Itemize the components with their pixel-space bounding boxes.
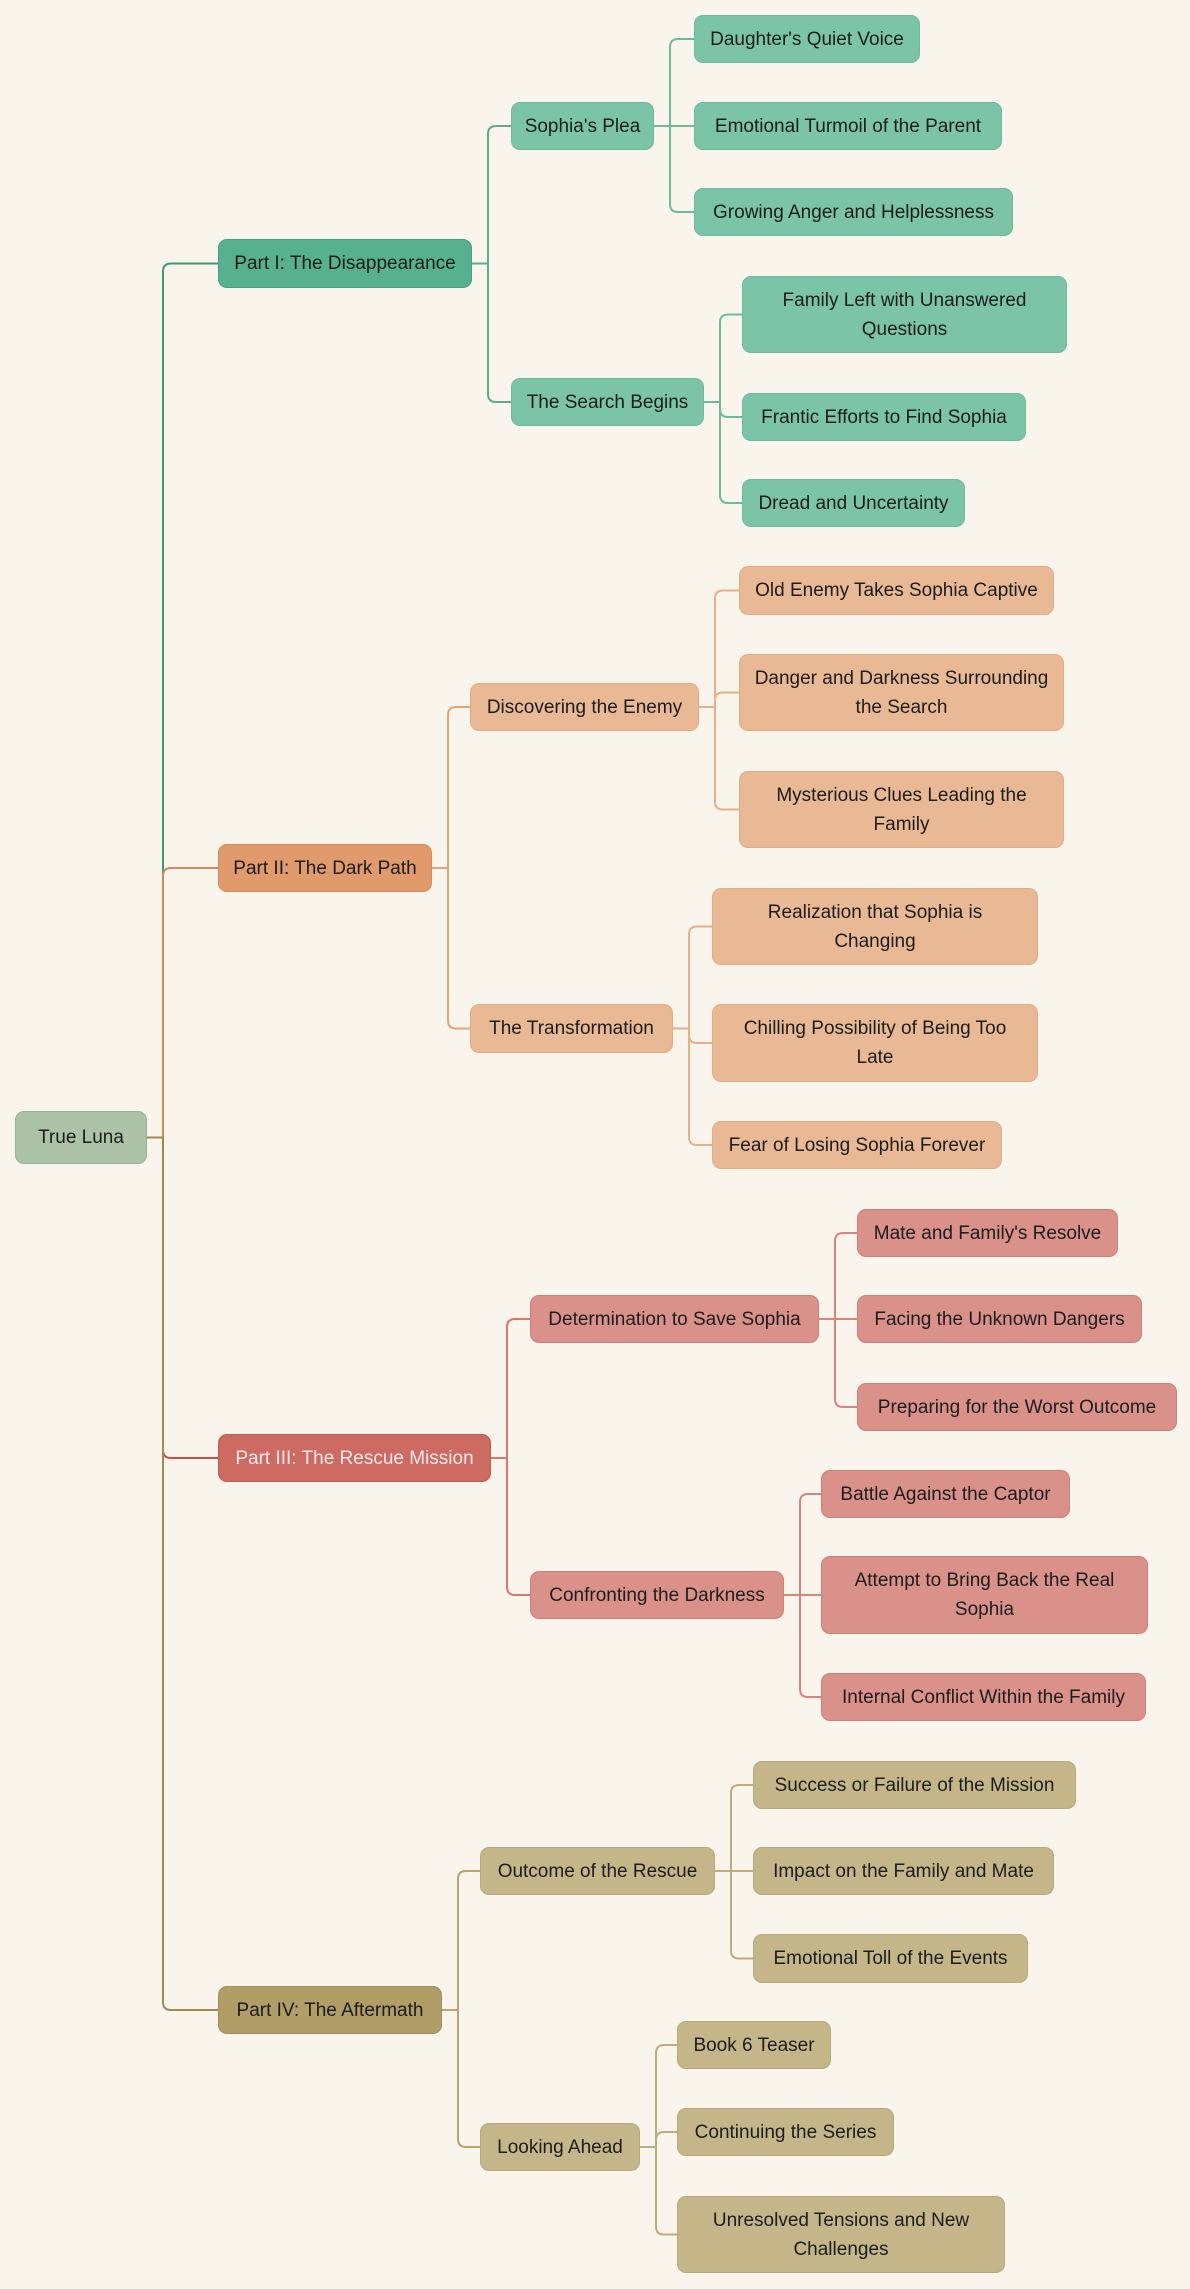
leaf-node[interactable]: Internal Conflict Within the Family [821,1673,1146,1721]
part-node[interactable]: Part III: The Rescue Mission [218,1434,491,1482]
section-node[interactable]: Determination to Save Sophia [530,1295,819,1343]
leaf-node[interactable]: Book 6 Teaser [677,2021,831,2069]
connector-line [640,2044,677,2148]
section-node[interactable]: Sophia's Plea [511,102,654,150]
connector-line [715,1870,753,1960]
section-node[interactable]: The Search Begins [511,378,704,426]
connector-line [432,706,470,869]
leaf-node[interactable]: Fear of Losing Sophia Forever [712,1121,1002,1169]
section-node[interactable]: Discovering the Enemy [470,683,699,731]
connector-line [654,38,694,127]
leaf-node[interactable]: Success or Failure of the Mission [753,1761,1076,1809]
connector-line [704,401,742,418]
part-node[interactable]: Part I: The Disappearance [218,239,472,288]
connector-line [640,2146,677,2236]
connector-line [673,925,712,1030]
connector-line [432,867,470,1030]
connector-line [147,262,218,1139]
leaf-node[interactable]: Frantic Efforts to Find Sophia [742,393,1026,441]
connector-line [654,125,694,213]
connector-line [472,125,511,265]
leaf-node[interactable]: Unresolved Tensions and New Challenges [677,2196,1005,2273]
leaf-node[interactable]: Facing the Unknown Dangers [857,1295,1142,1343]
connector-line [715,1784,753,1872]
leaf-node[interactable]: Attempt to Bring Back the Real Sophia [821,1556,1148,1634]
connector-line [147,1136,218,1459]
leaf-node[interactable]: Daughter's Quiet Voice [694,15,920,63]
leaf-node[interactable]: Emotional Toll of the Events [753,1934,1028,1983]
connector-line [491,1457,530,1596]
section-node[interactable]: The Transformation [470,1004,673,1053]
connector-line [442,2009,480,2148]
section-node[interactable]: Outcome of the Rescue [480,1847,715,1895]
leaf-node[interactable]: Dread and Uncertainty [742,479,965,527]
connector-line [784,1493,821,1596]
leaf-node[interactable]: Realization that Sophia is Changing [712,888,1038,965]
section-node[interactable]: Looking Ahead [480,2123,640,2171]
leaf-node[interactable]: Battle Against the Captor [821,1470,1070,1518]
connector-line [491,1318,530,1459]
connector-line [472,262,511,403]
leaf-node[interactable]: Mysterious Clues Leading the Family [739,771,1064,848]
connector-line [699,589,739,708]
leaf-node[interactable]: Emotional Turmoil of the Parent [694,102,1002,150]
leaf-node[interactable]: Old Enemy Takes Sophia Captive [739,566,1054,615]
leaf-node[interactable]: Growing Anger and Helplessness [694,188,1013,236]
leaf-node[interactable]: Danger and Darkness Surrounding the Sear… [739,654,1064,731]
leaf-node[interactable]: Impact on the Family and Mate [753,1847,1054,1895]
connector-line [442,1870,480,2011]
connector-line [699,691,739,708]
part-node[interactable]: Part II: The Dark Path [218,844,432,892]
connector-line [699,706,739,811]
part-node[interactable]: Part IV: The Aftermath [218,1986,442,2034]
leaf-node[interactable]: Chilling Possibility of Being Too Late [712,1004,1038,1082]
connector-line [147,867,218,1139]
connector-line [784,1594,821,1698]
root-node[interactable]: True Luna [15,1111,147,1164]
connector-line [147,1136,218,2011]
connector-line [704,401,742,504]
leaf-node[interactable]: Preparing for the Worst Outcome [857,1383,1177,1431]
leaf-node[interactable]: Mate and Family's Resolve [857,1209,1118,1257]
section-node[interactable]: Confronting the Darkness [530,1571,784,1619]
connector-line [640,2131,677,2148]
leaf-node[interactable]: Family Left with Unanswered Questions [742,276,1067,353]
leaf-node[interactable]: Continuing the Series [677,2108,894,2156]
connector-line [704,313,742,403]
connector-line [819,1318,857,1408]
connector-line [673,1027,712,1146]
connector-line [673,1027,712,1044]
connector-line [819,1232,857,1320]
